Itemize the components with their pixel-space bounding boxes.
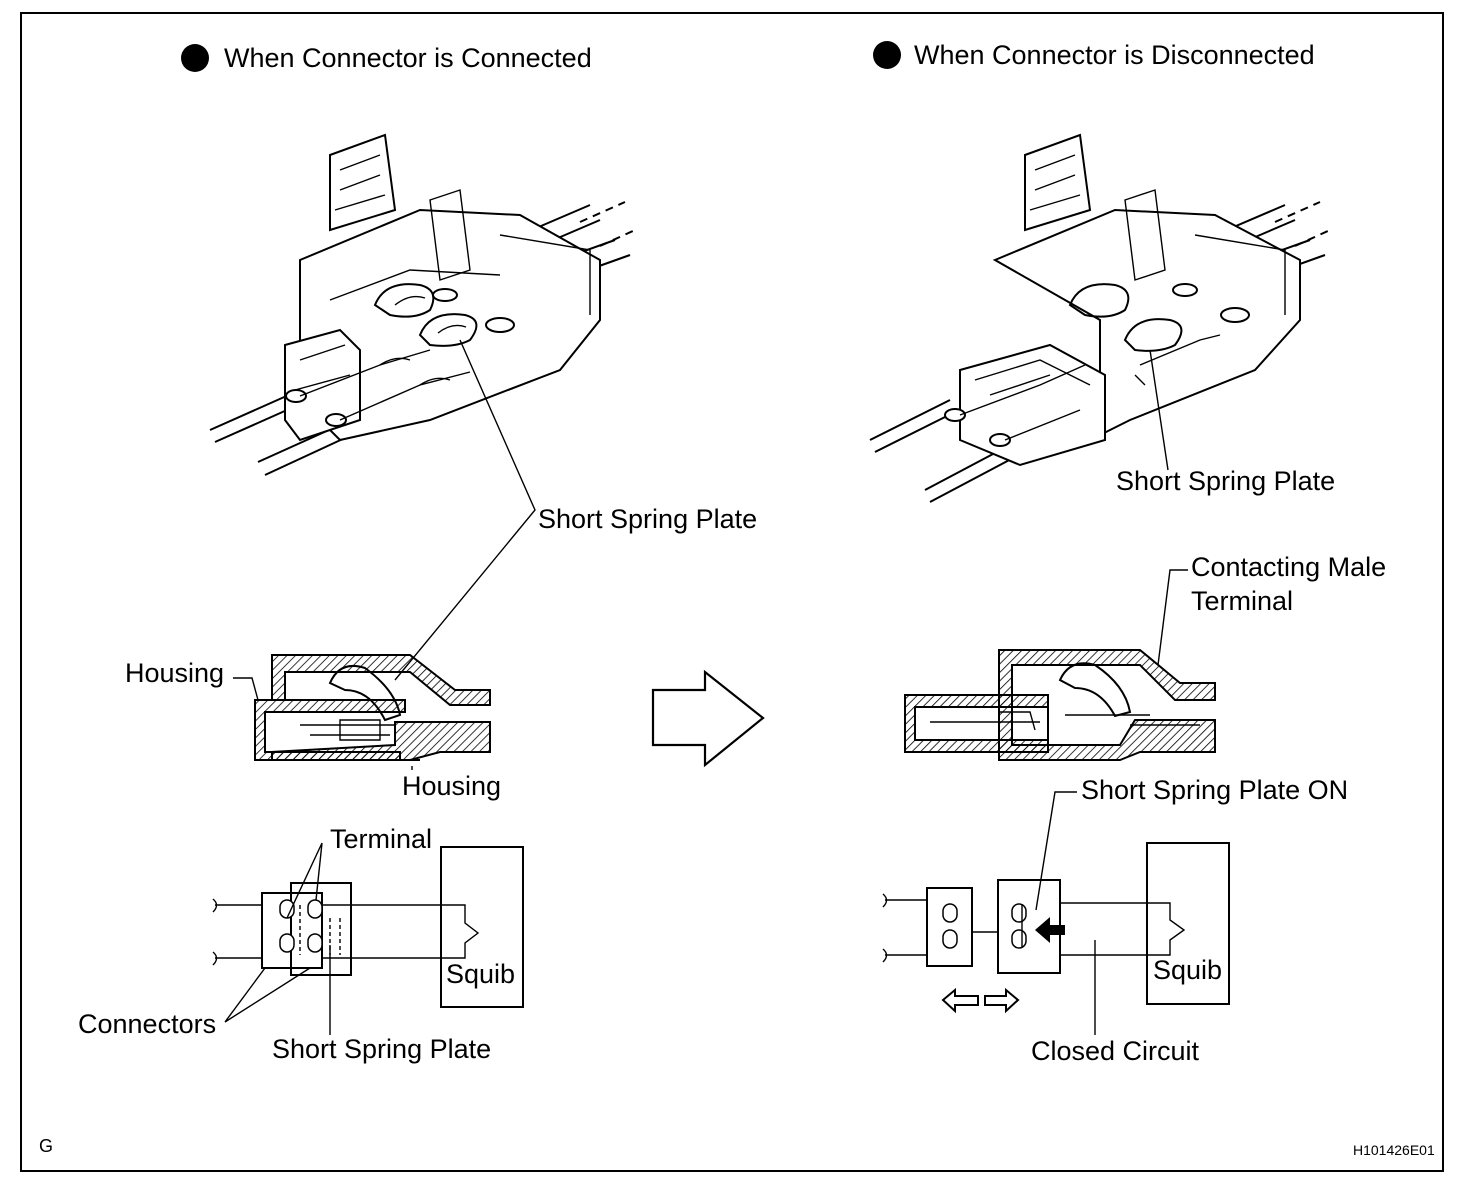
left-heading: When Connector is Connected <box>224 43 592 73</box>
right-heading: When Connector is Disconnected <box>914 40 1315 70</box>
terminal-label: Terminal <box>330 824 432 854</box>
housing-label-upper: Housing <box>125 658 224 688</box>
cross-section-connected <box>254 654 491 761</box>
leader-line <box>1035 791 1077 911</box>
connector-3d-connected <box>209 133 636 476</box>
short-spring-plate-label-right: Short Spring Plate <box>1116 466 1335 496</box>
right-arrow-icon <box>651 669 765 768</box>
cross-section-disconnected <box>904 649 1216 761</box>
corner-letter: G <box>39 1136 53 1156</box>
leader-line <box>233 677 259 701</box>
short-circuit-arrow-icon <box>1035 917 1065 943</box>
housing-label-lower: Housing <box>402 771 501 801</box>
double-arrow-icon <box>941 987 1020 1014</box>
leader-line <box>1157 569 1188 666</box>
squib-label-left: Squib <box>446 959 515 989</box>
contacting-male-label-1: Contacting Male <box>1191 552 1386 582</box>
figure-code: H101426E01 <box>1353 1142 1435 1158</box>
outer-frame <box>20 12 1444 1172</box>
connector-3d-disconnected <box>869 133 1331 503</box>
closed-circuit-label: Closed Circuit <box>1031 1036 1200 1066</box>
leader-line <box>394 339 536 681</box>
contacting-male-label-2: Terminal <box>1191 586 1293 616</box>
squib-label-right: Squib <box>1153 955 1222 985</box>
connectors-label: Connectors <box>78 1009 216 1039</box>
short-spring-plate-label-top: Short Spring Plate <box>538 504 757 534</box>
bullet-dot-icon <box>873 41 901 69</box>
short-spring-plate-label-bottom: Short Spring Plate <box>272 1034 491 1064</box>
leader-line <box>224 967 311 1023</box>
short-spring-plate-on-label: Short Spring Plate ON <box>1081 775 1348 805</box>
schematic-connected: Squib <box>212 846 524 1008</box>
leader-line <box>1149 349 1169 471</box>
leader-line <box>286 842 323 919</box>
schematic-disconnected: Squib <box>882 842 1230 1014</box>
bullet-dot-icon <box>181 44 209 72</box>
